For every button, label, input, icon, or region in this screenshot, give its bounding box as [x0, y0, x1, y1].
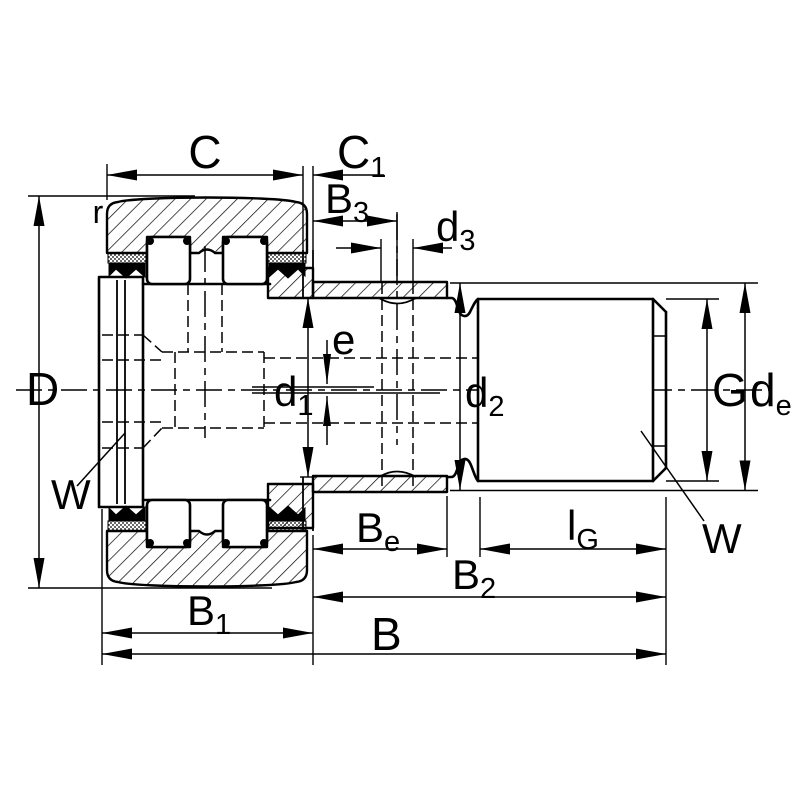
dim-B: [102, 648, 666, 660]
label-B3: B3: [325, 175, 369, 229]
seal-top-left: [108, 262, 146, 279]
dim-de: [739, 283, 751, 491]
label-d2: d2: [465, 369, 505, 423]
dim-G: [701, 299, 713, 481]
dim-B2: [313, 591, 666, 603]
thread-undercut-top: [445, 296, 480, 318]
stud: [97, 250, 758, 531]
grease-groove-bottom: [378, 470, 417, 478]
grease-groove-top: [378, 297, 417, 305]
dim-D: [33, 196, 45, 588]
label-B2: B2: [452, 551, 496, 605]
dim-lG: [480, 543, 666, 555]
rolling-elements: [145, 235, 269, 549]
seal-bottom-left: [108, 505, 146, 522]
label-d1: d1: [274, 368, 314, 422]
seal-bottom-right-band: [267, 520, 307, 532]
roller-top-left: [145, 235, 192, 286]
thread-section: [476, 297, 655, 483]
roller-bottom-left: [145, 498, 192, 549]
dim-d2: [454, 283, 466, 490]
sleeve-top: [311, 280, 449, 300]
label-Be: Be: [356, 504, 400, 558]
leader-W-right: [640, 430, 705, 522]
label-de: de: [750, 364, 792, 422]
roller-top-right: [221, 235, 269, 286]
seal-bottom-left-band: [107, 520, 147, 532]
label-G: G: [712, 364, 748, 416]
dim-B3: [313, 215, 397, 227]
seal-top-right: [268, 262, 306, 279]
extension-lines: [28, 164, 719, 665]
seals: [107, 252, 307, 532]
label-W-right: W: [702, 515, 742, 562]
dimensions: [28, 164, 751, 665]
seal-top-right-band: [267, 252, 307, 264]
dimension-labels: C C1 B3 d3 r D W d1 e d2 G de W Be lG B2…: [26, 126, 792, 660]
dim-Be: [313, 543, 447, 555]
stud-head: [97, 275, 145, 509]
label-C1: C1: [337, 126, 386, 184]
sleeve-bottom: [311, 474, 449, 494]
leader-W-left: [76, 432, 126, 487]
dim-C1: [313, 169, 384, 181]
seal-bottom-right: [268, 505, 306, 522]
label-C: C: [188, 126, 221, 178]
roller-bottom-right: [221, 498, 269, 549]
thread-undercut-bottom: [445, 457, 480, 483]
dim-d1: [302, 298, 314, 477]
dim-B1: [102, 627, 313, 639]
label-B1: B1: [187, 587, 231, 641]
label-D: D: [26, 363, 59, 415]
outer-ring-top: [105, 196, 309, 255]
label-lG: lG: [567, 502, 599, 556]
outer-ring: [105, 196, 309, 588]
dim-d3: [336, 242, 452, 254]
label-d3: d3: [436, 203, 476, 257]
dim-e: [323, 340, 331, 445]
dim-C: [107, 169, 303, 181]
label-W-left: W: [51, 471, 91, 518]
label-e: e: [332, 316, 355, 363]
label-B: B: [371, 608, 402, 660]
outer-ring-bottom: [105, 529, 309, 588]
label-r: r: [93, 194, 104, 230]
roller-lip-contacts: [146, 237, 268, 547]
seal-top-left-band: [107, 252, 147, 264]
